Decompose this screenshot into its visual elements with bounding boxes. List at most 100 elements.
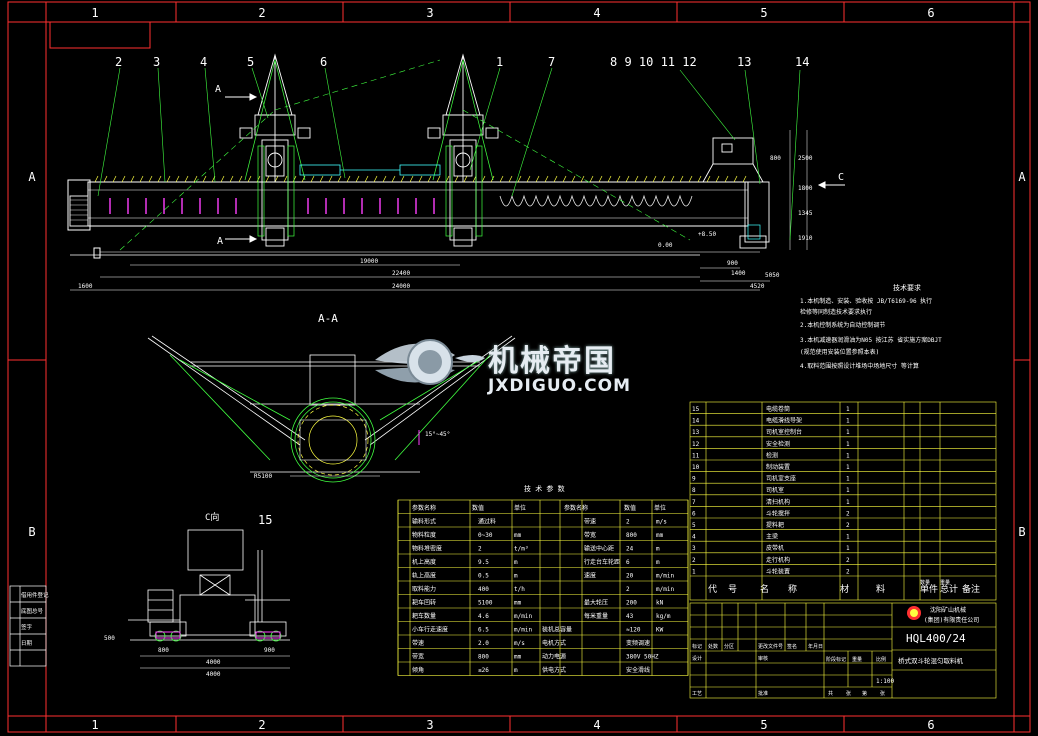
params-table-cell: mm xyxy=(514,654,522,661)
parts-list-name: 司机室 xyxy=(766,486,784,494)
callout-8-12: 8 9 10 11 12 xyxy=(610,55,697,69)
callout-1: 1 xyxy=(496,55,503,69)
params-table-cell: 43 xyxy=(626,613,634,620)
dim-r-1345: 1345 xyxy=(798,210,813,217)
tb-label-1: 标记 xyxy=(692,643,702,650)
parts-list-no: 9 xyxy=(692,476,696,483)
parts-list-qty: 1 xyxy=(846,545,850,552)
params-table-grid xyxy=(397,499,689,676)
parts-list-grid xyxy=(689,401,997,601)
params-table-cell: kN xyxy=(656,600,664,607)
tb-role-design: 设计 xyxy=(692,655,702,662)
params-table-cell: 每米重量 xyxy=(584,612,608,620)
callout-14: 14 xyxy=(795,55,809,69)
parts-list-name: 电缆卷筒 xyxy=(766,405,790,413)
params-table-cell: 物料堆密度 xyxy=(412,545,442,553)
params-table-cell: 2 xyxy=(626,519,630,526)
params-table-cell: 带宽 xyxy=(584,531,596,539)
params-table-cell: 2.0 xyxy=(478,640,489,647)
zone-left-A: A xyxy=(28,170,36,184)
parts-list-name: 司机室支座 xyxy=(766,475,796,483)
params-table-cell: mm xyxy=(514,600,522,607)
left-strip-label-3: 签字 xyxy=(21,623,33,631)
tech-note-line-5: (规范使用安装位置参照本表) xyxy=(800,348,879,356)
level-850: +8.50 xyxy=(698,231,716,238)
params-table-cell: 速度 xyxy=(584,572,596,580)
callout-5: 5 xyxy=(247,55,254,69)
params-table-cell: m/min xyxy=(656,573,674,580)
parts-list-no: 15 xyxy=(692,406,700,413)
parts-list-no: 4 xyxy=(692,534,696,541)
zone-top-5: 5 xyxy=(760,6,767,20)
tb-role-process: 工艺 xyxy=(692,691,702,697)
parts-list-qty: 2 xyxy=(846,557,850,564)
params-table-cell: m xyxy=(656,559,660,566)
callout-13: 13 xyxy=(737,55,751,69)
params-table-cell: m/min xyxy=(514,613,532,620)
params-table-cell: 轨上高度 xyxy=(412,572,436,580)
params-table-cell: KW xyxy=(656,627,664,634)
section-a-a-label: A-A xyxy=(318,312,338,325)
callout-3: 3 xyxy=(153,55,160,69)
params-table-cell: 电机方式 xyxy=(542,639,566,647)
tb-role-review: 审核 xyxy=(758,655,768,662)
params-table-title: 技 术 参 数 xyxy=(524,484,565,493)
parts-list-no: 6 xyxy=(692,510,696,517)
parts-list-header: 称 xyxy=(788,583,797,595)
title-block-grid xyxy=(689,602,997,699)
params-table-cell: m/s xyxy=(514,640,525,647)
parts-list-name: 提料耙 xyxy=(766,521,784,529)
left-strip-label-2: 底图总号 xyxy=(21,607,44,615)
tb-label-5: 签名 xyxy=(787,643,797,650)
params-table-cell: 400 xyxy=(478,586,489,593)
zone-top-3: 3 xyxy=(426,6,433,20)
callout-7: 7 xyxy=(548,55,555,69)
params-table-cell: m xyxy=(514,559,518,566)
params-table-cell: 带宽 xyxy=(412,653,424,661)
zone-left-B: B xyxy=(28,525,35,539)
dim-22400: 22400 xyxy=(392,270,410,277)
params-table-cell: 带速 xyxy=(412,639,424,647)
company-line-2: (集团)有限责任公司 xyxy=(924,616,979,624)
params-table-cell: m/min xyxy=(514,627,532,634)
tb-label-3: 分区 xyxy=(724,643,734,650)
parts-list-qty: 1 xyxy=(846,452,850,459)
parts-list-no: 1 xyxy=(692,568,696,575)
section-arrow-a-top: A xyxy=(215,84,221,95)
params-table-cell: 倾角 xyxy=(412,666,424,674)
parts-list-no: 2 xyxy=(692,557,696,564)
parts-list-header: 单件 xyxy=(920,583,938,595)
params-header-cell: 参数名称 xyxy=(412,504,436,512)
drawing-number: HQL400/24 xyxy=(906,632,966,645)
params-table-cell: 小车行走速度 xyxy=(412,626,448,634)
parts-list-header: 备注 xyxy=(962,583,980,595)
zone-bottom-1: 1 xyxy=(91,718,98,732)
watermark-en: JXDIGUO.COM xyxy=(488,376,632,396)
params-table-cell: kg/m xyxy=(656,613,671,620)
view-arrow-c: C xyxy=(838,172,844,183)
zone-bottom-3: 3 xyxy=(426,718,433,732)
dim-r-1800: 1800 xyxy=(798,185,813,192)
parts-list-header: 总计 xyxy=(940,583,958,595)
params-table-cell: t/m³ xyxy=(514,546,528,553)
view-c xyxy=(128,529,290,669)
tb-sheet-4: 张 xyxy=(880,690,885,697)
params-table-cell: ≈120 xyxy=(626,627,641,634)
dim-r-800: 800 xyxy=(770,155,781,162)
parts-list-qty: 1 xyxy=(846,487,850,494)
dim-5050: 5050 xyxy=(765,272,780,279)
params-table-cell: 200 xyxy=(626,600,637,607)
params-table-cell: mm xyxy=(656,532,664,539)
parts-list-name: 清扫机构 xyxy=(766,498,790,506)
parts-list-qty: 1 xyxy=(846,418,850,425)
params-table-cell: 800 xyxy=(626,532,637,539)
params-table-cell: 安全滑线 xyxy=(626,666,650,674)
dim-r-2500: 2500 xyxy=(798,155,813,162)
zone-bottom-4: 4 xyxy=(593,718,600,732)
params-table-cell: m/min xyxy=(656,586,674,593)
params-table-cell: 5100 xyxy=(478,600,493,607)
dim-1400: 1400 xyxy=(731,270,746,277)
parts-list-name: 皮带机 xyxy=(766,544,784,552)
params-table-cell: m xyxy=(656,546,660,553)
tech-note-line-2: 检修等同制造技术要求执行 xyxy=(800,308,872,316)
